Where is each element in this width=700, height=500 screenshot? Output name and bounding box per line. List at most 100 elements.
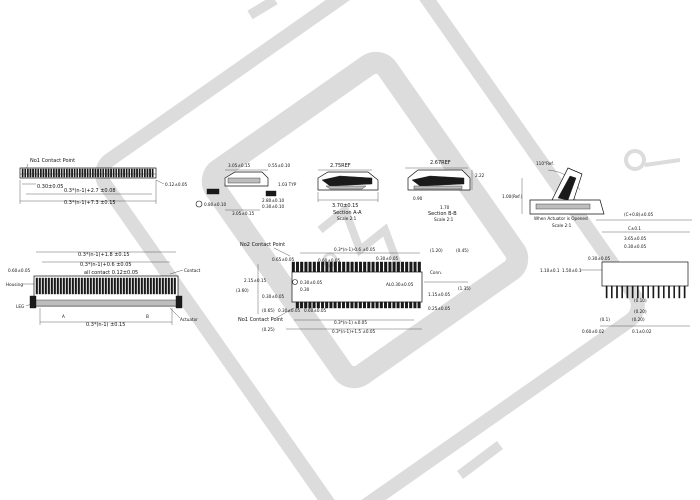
detail-right-legs: [605, 285, 686, 299]
contact-pin: [371, 261, 375, 273]
contact-pin: [24, 168, 27, 178]
contact-pin: [125, 168, 128, 178]
dr-w2: (0.10): [634, 298, 647, 303]
contact-pin: [59, 277, 62, 295]
contact-pin: [317, 261, 321, 273]
contact-pin: [56, 277, 59, 295]
dr-w3: (0.20): [634, 309, 647, 314]
contact-pin: [173, 277, 176, 295]
contact-pin: [68, 168, 71, 178]
section-b-top-label: 2.67REF: [430, 160, 451, 166]
contact-pin: [325, 301, 329, 309]
contact-pin: [128, 277, 131, 295]
section-b-right-label: 2.22: [475, 173, 485, 178]
fp-d15: 0.3*(n-1)+1.5 ±0.05: [332, 329, 376, 334]
contact-pin: [325, 261, 329, 273]
contact-pin: [92, 277, 95, 295]
contact-pin: [417, 301, 421, 309]
contact-pin: [611, 285, 613, 299]
contact-pin: [663, 285, 665, 299]
contact-pin: [409, 261, 413, 273]
top-pitch-label: 0.30±0.05: [37, 184, 63, 190]
contact-pin: [44, 277, 47, 295]
contact-pin: [98, 277, 101, 295]
contact-pin: [371, 301, 375, 309]
fp-r6: 1.15±0.05: [428, 292, 450, 297]
contact-pin: [354, 301, 358, 309]
contact-pin: [123, 168, 125, 178]
contact-pin: [29, 168, 32, 178]
contact-pin: [384, 301, 388, 309]
detail-right-body: [601, 261, 689, 287]
contact-pin: [102, 168, 105, 178]
dr-top: (C+0.8)±0.05: [624, 212, 654, 217]
contact-pin: [104, 277, 107, 295]
contact-pin: [359, 261, 363, 273]
fp-no1-label: No1 Contact Point: [238, 317, 283, 323]
fp-d4: 0.30±0.05: [376, 256, 398, 261]
contact-pin: [152, 277, 155, 295]
watermark: [95, 0, 681, 500]
fp-d11: (0.65): [262, 308, 275, 313]
contact-pin: [678, 285, 681, 299]
footprint-body: [291, 271, 423, 303]
contact-pin: [380, 261, 384, 273]
section-a-view: 2.75REF 3.70±0.15 Section A-A Scale 2:1: [317, 163, 379, 221]
contact-pin: [170, 277, 173, 295]
contact-pin: [47, 168, 50, 178]
contact-pin: [117, 168, 120, 178]
contact-pin: [74, 277, 77, 295]
contact-pin: [151, 168, 154, 178]
contact-pin: [375, 301, 379, 309]
contact-pin: [40, 168, 42, 178]
contact-pin: [65, 168, 68, 178]
contact-pin: [119, 277, 122, 295]
contact-pin: [122, 277, 125, 295]
contact-pin: [104, 168, 107, 178]
contact-pin: [409, 301, 413, 309]
fp-d13: 0.60±0.05: [304, 308, 326, 313]
contact-pin: [413, 261, 417, 273]
contact-pin: [58, 168, 60, 178]
contact-pin: [63, 168, 66, 178]
actuator-angle-label: 110°Ref.: [536, 161, 554, 166]
contact-pin: [101, 277, 104, 295]
side-b-label: 0.55±0.10: [268, 163, 290, 168]
front-contact-label: Contact: [184, 268, 201, 273]
contact-pin: [668, 285, 670, 299]
contact-pin: [312, 261, 316, 273]
contact-pin: [136, 168, 138, 178]
contact-pin: [392, 261, 396, 273]
footprint-top-pads: [291, 261, 421, 273]
contact-pin: [392, 301, 396, 309]
section-a-bottom-label: 3.70±0.15: [332, 203, 358, 209]
front-dim-contact: all contact 0.12±0.05: [84, 270, 138, 276]
front-actuator-label: Actuator: [180, 317, 198, 322]
contact-pin: [308, 301, 312, 309]
dr-w5: (0.1): [600, 317, 610, 322]
front-left-dim: 0.60±0.05: [8, 268, 30, 273]
contact-pin: [616, 285, 618, 299]
contact-pin: [35, 277, 38, 295]
fp-r3: Conn.: [430, 270, 442, 275]
contact-pin: [94, 168, 97, 178]
contact-pin: [89, 168, 92, 178]
contact-pin: [350, 301, 354, 309]
contact-pin: [342, 301, 346, 309]
contact-pin: [149, 277, 152, 295]
fp-d6: 2.15±0.15: [244, 278, 266, 283]
contact-pin: [143, 168, 146, 178]
front-bottom-dim: 0.3*(n-1) ±0.15: [86, 322, 125, 328]
side-g-label: 0.30±0.10: [262, 204, 284, 209]
contact-pin: [71, 168, 73, 178]
side-d-label: 0.80±0.10: [204, 202, 226, 207]
contact-pin: [342, 261, 346, 273]
contact-pin: [621, 285, 623, 299]
contact-pin: [304, 261, 308, 273]
contact-pin: [338, 261, 342, 273]
contact-pin: [42, 168, 45, 178]
contact-pin: [125, 277, 128, 295]
top-total-b-label: 0.3*(n-1)+7.3 ±0.15: [64, 200, 116, 206]
fp-d7: (3.60): [236, 288, 249, 293]
